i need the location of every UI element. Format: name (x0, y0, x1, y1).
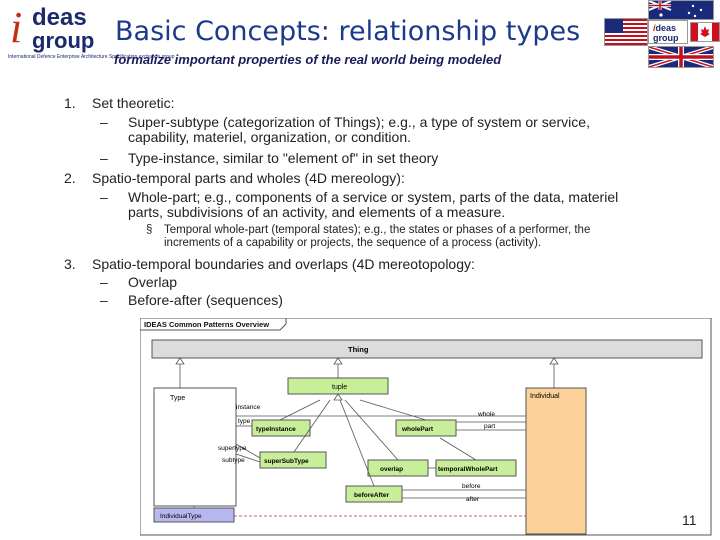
class-supersubtype-label: superSubType (264, 458, 309, 465)
bullet-temporal-whole-part-line1: Temporal whole-part (temporal states); e… (164, 224, 591, 236)
sub-item-whole-part-line1: Whole-part; e.g., components of a servic… (128, 189, 619, 205)
class-tuple-label: tuple (332, 384, 347, 391)
role-type: type (238, 418, 251, 425)
sub-dash: – (100, 274, 108, 290)
list-item-mereotopology: Spatio-temporal boundaries and overlaps … (92, 256, 475, 272)
australia-flag-icon (648, 0, 714, 20)
class-temporalwholepart-label: temporalWholePart (438, 466, 498, 473)
role-before: before (462, 483, 481, 490)
association-lines (235, 415, 526, 499)
class-supersubtype (259, 451, 327, 469)
role-supertype: supertype (218, 445, 247, 452)
class-thing-label: Thing (348, 345, 369, 354)
logo-tagline: International Defence Enterprise Archite… (8, 54, 175, 60)
role-whole: whole (477, 411, 495, 418)
role-after: after (466, 496, 480, 503)
sub-dash: – (100, 189, 108, 205)
canada-flag-icon (690, 22, 720, 42)
class-wholepart-label: wholePart (401, 426, 434, 433)
list-item-set-theoretic: Set theoretic: (92, 95, 175, 111)
role-instance: instance (236, 404, 261, 411)
generalization-arrowheads (175, 357, 559, 401)
class-individualtype-label: IndividualType (160, 513, 202, 520)
bullet-temporal-whole-part-line2: increments of a capability or projects, … (164, 237, 542, 249)
generalization-lines (179, 364, 555, 508)
sub-item-supersubtype-line2: capability, materiel, organization, or c… (128, 129, 412, 145)
logo-letter: i (10, 3, 23, 52)
class-typeinstance-label: typeInstance (256, 426, 296, 433)
list-number-1: 1. (64, 95, 76, 111)
class-type (153, 387, 237, 507)
uml-diagram: IDEAS Common Patterns Overview Thing tup… (140, 318, 712, 536)
sub-dash: – (100, 150, 108, 166)
sub-item-overlap: Overlap (128, 274, 178, 290)
role-part: part (484, 423, 495, 430)
frame-title: IDEAS Common Patterns Overview (144, 320, 269, 329)
class-individual (525, 387, 587, 535)
class-typeinstance (251, 419, 311, 437)
uk-flag-icon (648, 46, 714, 68)
class-type-label: Type (170, 395, 185, 402)
sub-item-supersubtype-line1: Super-subtype (categorization of Things)… (128, 114, 590, 130)
sub-item-before-after: Before-after (sequences) (128, 292, 283, 308)
sub-dash: – (100, 114, 108, 130)
ideas-group-logo: i deas group International Defence Enter… (4, 2, 175, 66)
class-beforeafter-label: beforeAfter (354, 492, 390, 499)
sub-dash: – (100, 292, 108, 308)
sub-item-whole-part-line2: parts, subdivisions of an activity, and … (128, 204, 506, 220)
list-item-mereology: Spatio-temporal parts and wholes (4D mer… (92, 170, 405, 186)
list-number-3: 3. (64, 256, 76, 272)
class-thing (151, 339, 703, 359)
list-number-2: 2. (64, 170, 76, 186)
class-individual-label: Individual (530, 393, 560, 400)
usa-flag-icon (604, 18, 648, 46)
slide-number: 11 (682, 512, 697, 528)
logo-word-ideas: deas (32, 4, 87, 31)
bullet-mark: § (146, 224, 153, 236)
logo-word-group: group (32, 28, 95, 53)
role-subtype: subtype (222, 457, 245, 464)
sub-item-type-instance: Type-instance, similar to "element of" i… (128, 150, 439, 166)
slide-subtitle: formalize important properties of the re… (114, 52, 502, 67)
slide-title: Basic Concepts: relationship types (115, 16, 581, 47)
frame-tab (140, 318, 287, 331)
class-overlap-label: overlap (380, 466, 403, 473)
